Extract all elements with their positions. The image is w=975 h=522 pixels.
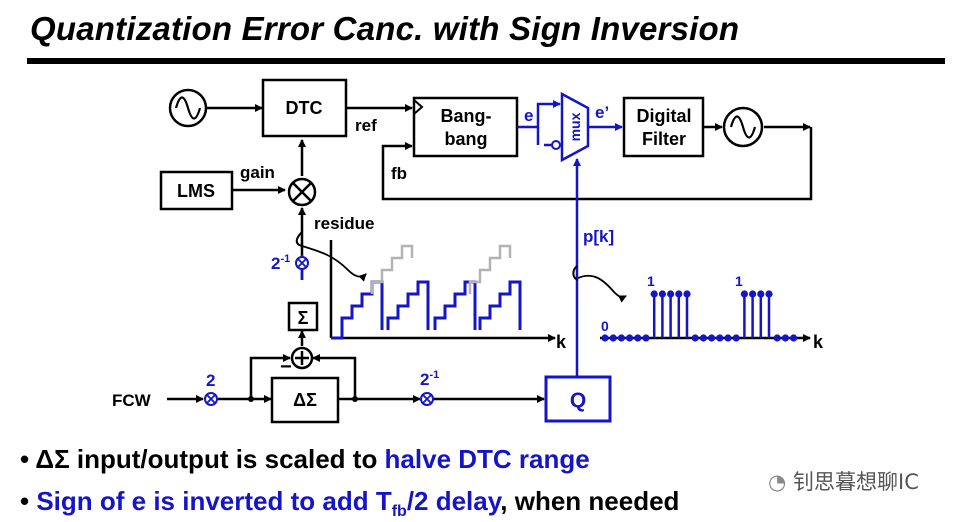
residue-step-blue: [386, 280, 430, 330]
pk-sample-zero: [634, 334, 642, 342]
residue-step-gray: [370, 244, 414, 294]
bullet-2: • Sign of e is inverted to add Tfb/2 del…: [20, 486, 680, 521]
watermark: ◔ 钊思暮想聊IC: [768, 466, 919, 496]
dtc-label: DTC: [286, 98, 323, 118]
bullet-1-text: ΔΣ input/output is scaled to: [35, 444, 385, 474]
fcw-label: FCW: [112, 391, 152, 410]
sine-wave-icon: [174, 96, 202, 120]
residue-step-blue: [478, 280, 522, 330]
bullet-2-highlight: Sign of e is inverted to add Tfb/2 delay: [36, 486, 501, 521]
pk-sample-zero: [617, 334, 626, 342]
pk-sample-one: [749, 290, 757, 298]
bullet-1-highlight: halve DTC range: [384, 444, 590, 474]
residue-axis-label: k: [556, 332, 567, 352]
residue-plot: [331, 244, 522, 340]
pk-sample-one: [683, 290, 691, 298]
bang-bang-block: [412, 96, 519, 158]
dtc-block: [261, 78, 348, 138]
delta-sigma-block: [270, 376, 340, 424]
pk-plot: [601, 290, 798, 342]
e-prime-label: e’: [595, 103, 609, 122]
dco-sine-icon: [729, 115, 757, 139]
watermark-text: 钊思暮想聊IC: [793, 470, 919, 494]
scale-two-label: 2: [206, 371, 215, 390]
ref-label: ref: [355, 116, 377, 135]
residue-step-gray: [468, 244, 512, 294]
bullet-2-text: , when needed: [500, 486, 680, 516]
pk-sample-one: [740, 290, 749, 298]
pk-axis-label: k: [813, 332, 824, 352]
lms-label: LMS: [177, 181, 215, 201]
pk-one-label-a: 1: [647, 273, 655, 289]
pk-sample-zero: [781, 334, 790, 342]
quantizer-block: [544, 375, 612, 423]
pk-one-label-b: 1: [735, 273, 743, 289]
residue-step-blue: [331, 330, 344, 340]
pk-label: p[k]: [583, 227, 614, 246]
sigma-label: Σ: [298, 308, 309, 328]
pk-sample-zero: [732, 334, 740, 342]
lms-block: [159, 170, 234, 211]
pk-sample-one: [675, 290, 683, 298]
digital-filter-block: [622, 96, 705, 158]
pk-sample-zero: [716, 334, 724, 342]
bullet-1: • ΔΣ input/output is scaled to halve DTC…: [20, 444, 590, 474]
wechat-icon: ◔: [768, 470, 787, 494]
pk-sample-zero: [699, 334, 708, 342]
fb-label: fb: [391, 164, 407, 183]
minus-sign: −: [280, 356, 292, 378]
slide-title: Quantization Error Canc. with Sign Inver…: [30, 10, 740, 47]
e-label: e: [524, 106, 533, 125]
residue-probe: [295, 231, 303, 247]
bang-bang-label-1: Bang-: [441, 106, 492, 126]
pk-sample-one: [658, 290, 667, 298]
pk-zero-label: 0: [601, 318, 609, 334]
mux-label: mux: [567, 112, 583, 141]
pk-sample-one: [650, 290, 658, 298]
digital-filter-label-1: Digital: [636, 106, 691, 126]
residue-label: residue: [314, 214, 374, 233]
pk-sample-zero: [601, 334, 609, 342]
bang-bang-label-2: bang: [445, 129, 488, 149]
pk-sample-one: [765, 290, 773, 298]
residue-step-blue: [340, 280, 384, 330]
pk-sample-zero: [773, 334, 781, 342]
pk-sample-one: [667, 290, 675, 298]
quantizer-label: Q: [570, 389, 586, 412]
gain-label: gain: [240, 163, 275, 182]
pk-sample-zero: [609, 334, 617, 342]
pk-sample-zero: [626, 334, 634, 342]
pk-sample-zero: [724, 334, 732, 342]
pk-sample-zero: [691, 334, 699, 342]
pk-sample-zero: [642, 334, 650, 342]
scale-half2-label: 2-1: [420, 369, 439, 389]
delta-sigma-label: ΔΣ: [293, 390, 317, 410]
mux-block: [560, 91, 590, 163]
pk-sample-zero: [708, 334, 716, 342]
pk-sample-zero: [790, 334, 798, 342]
pk-sample-one: [757, 290, 765, 298]
clock-input-icon: [413, 99, 424, 115]
accumulator-block: [287, 301, 319, 332]
pk-probe: [572, 265, 579, 281]
scale-half-label: 2-1: [271, 253, 290, 273]
title-underline: [27, 58, 945, 64]
inverter-bubble-icon: [551, 140, 561, 150]
digital-filter-label-2: Filter: [642, 129, 686, 149]
